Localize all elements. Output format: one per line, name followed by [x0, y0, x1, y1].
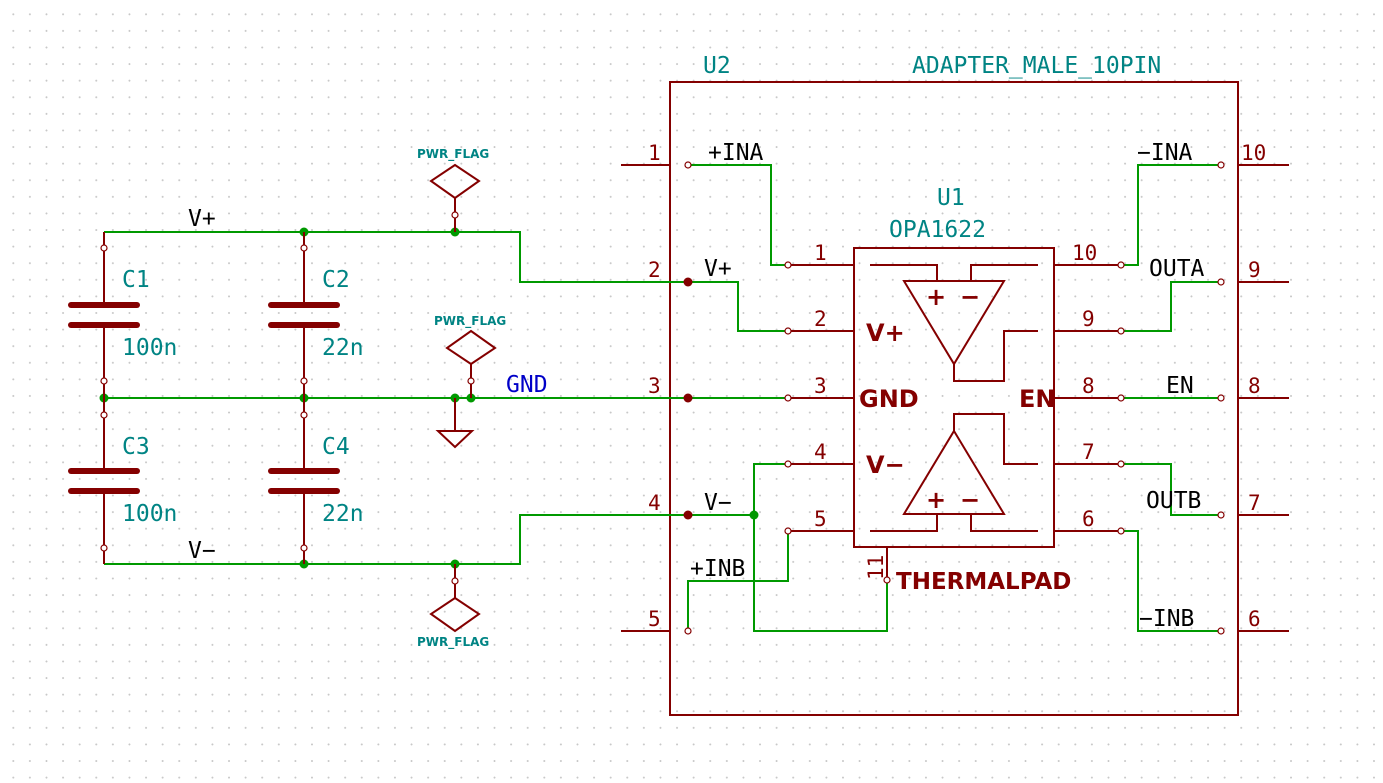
u1-pin2-number: 2	[814, 307, 827, 331]
net-outa: OUTA	[1149, 256, 1205, 282]
net-inpa: +INA	[708, 140, 764, 166]
u2-pin10-number: 10	[1241, 141, 1266, 165]
c2-value: 22n	[322, 335, 364, 361]
u1-label-vminus: V−	[866, 451, 905, 479]
net-gnd-label: GND	[506, 372, 548, 398]
u1-pin6-number: 6	[1082, 507, 1095, 531]
net-en: EN	[1166, 373, 1194, 399]
opamp-b-minus: −	[960, 486, 980, 514]
u2-pin1-number: 1	[648, 141, 661, 165]
pwr-flag-top-label: PWR_FLAG	[417, 147, 489, 162]
wires	[104, 164, 1221, 632]
capacitor-c4[interactable]	[268, 398, 340, 564]
u1-pin3-number: 3	[814, 374, 827, 398]
c2-reference: C2	[322, 267, 350, 293]
u2-pin4-number: 4	[648, 491, 661, 515]
u2-pin7-number: 7	[1248, 491, 1261, 515]
net-inma: −INA	[1137, 140, 1193, 166]
u1-pin8-number: 8	[1082, 374, 1095, 398]
u1-label-en: EN	[1019, 385, 1055, 413]
u2-pin8-number: 8	[1248, 374, 1261, 398]
capacitor-c1[interactable]	[68, 232, 140, 398]
u1-pin7-number: 7	[1082, 440, 1095, 464]
u1-label-gnd: GND	[859, 385, 919, 413]
opamp-a-symbol	[870, 264, 1038, 382]
pwr-flag-middle[interactable]	[445, 329, 497, 398]
u2-pin6-number: 6	[1248, 607, 1261, 631]
net-vminus-right: V−	[704, 490, 732, 516]
opamp-a-minus: −	[960, 283, 980, 311]
pwr-flag-bottom[interactable]	[429, 564, 481, 633]
capacitor-c3[interactable]	[68, 398, 140, 564]
net-vplus-right: V+	[704, 256, 732, 282]
opamp-a-plus: +	[926, 283, 946, 311]
u2-pin3-number: 3	[648, 374, 661, 398]
u1-pin4-number: 4	[814, 440, 827, 464]
net-outb: OUTB	[1146, 488, 1201, 514]
u1-right-pins	[1054, 264, 1121, 532]
u1-label-thermalpad: THERMALPAD	[896, 569, 1071, 595]
u1-left-pins	[788, 264, 854, 532]
opamp-b-symbol	[870, 413, 1038, 532]
net-inmb: −INB	[1139, 606, 1194, 632]
net-vminus-left: V−	[188, 538, 216, 564]
c1-value: 100n	[122, 335, 177, 361]
u2-right-pins	[1238, 164, 1289, 632]
net-vplus-left: V+	[188, 206, 216, 232]
net-inpb: +INB	[690, 556, 745, 582]
capacitor-c2[interactable]	[268, 232, 340, 398]
u2-pin9-number: 9	[1248, 258, 1261, 282]
c3-reference: C3	[122, 434, 150, 460]
u1-reference: U1	[937, 185, 965, 211]
pwr-flag-bottom-label: PWR_FLAG	[417, 635, 489, 650]
pwr-flag-middle-label: PWR_FLAG	[434, 314, 506, 329]
u1-pin1-number: 1	[814, 241, 827, 265]
u1-pin9-number: 9	[1082, 307, 1095, 331]
opamp-b-plus: +	[926, 486, 946, 514]
u2-pin5-number: 5	[648, 607, 661, 631]
u1-pin10-number: 10	[1072, 241, 1097, 265]
u2-pin2-number: 2	[648, 258, 661, 282]
c4-reference: C4	[322, 434, 350, 460]
pin-end-markers	[684, 161, 1225, 635]
u2-value: ADAPTER_MALE_10PIN	[912, 53, 1161, 79]
ground-symbol[interactable]	[435, 398, 475, 449]
pwr-flag-top[interactable]	[429, 163, 481, 232]
u1-pin5-number: 5	[814, 507, 827, 531]
u1-label-vplus: V+	[866, 319, 905, 347]
u2-reference: U2	[703, 53, 731, 79]
c1-reference: C1	[122, 267, 150, 293]
c4-value: 22n	[322, 501, 364, 527]
c3-value: 100n	[122, 501, 177, 527]
u1-pin11-number: 11	[864, 555, 888, 580]
u1-value: OPA1622	[889, 217, 986, 243]
